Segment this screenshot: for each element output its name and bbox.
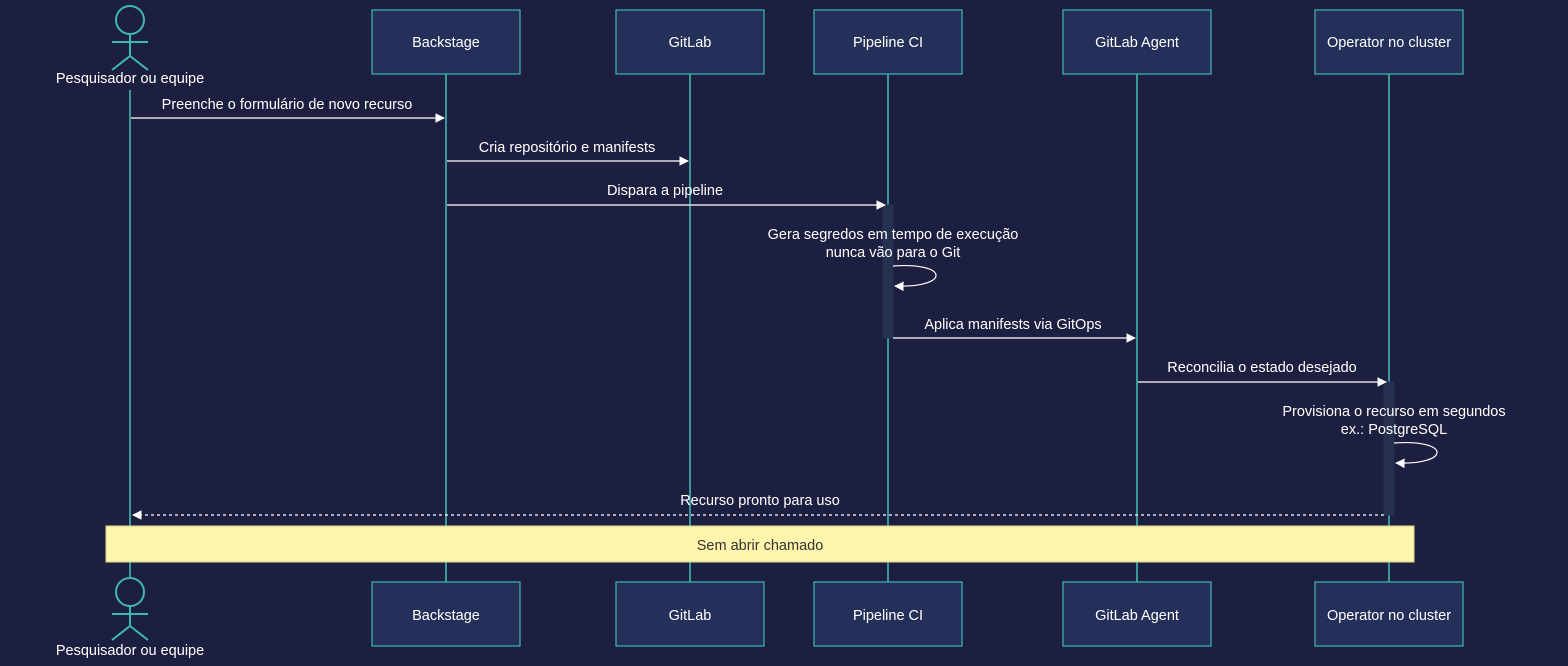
actor-head-icon [115, 5, 145, 35]
participant-label: Backstage [412, 608, 480, 624]
message-label-line-2: ex.: PostgreSQL [1341, 422, 1447, 438]
message-8-return: Recurso pronto para uso [132, 493, 1384, 520]
message-label: Aplica manifests via GitOps [924, 317, 1101, 333]
message-label: Dispara a pipeline [607, 183, 723, 199]
note-sem-abrir-chamado: Sem abrir chamado [105, 525, 1415, 563]
actor-label-top: Pesquisador ou equipe [56, 71, 204, 87]
participant-operator-top: Operator no cluster [1314, 9, 1464, 75]
message-3: Dispara a pipeline [447, 183, 886, 210]
activation-pipeline [882, 204, 894, 339]
actor-pesquisador-top: Pesquisador ou equipe [56, 5, 204, 87]
note-text: Sem abrir chamado [697, 538, 824, 554]
message-label-line-1: Gera segredos em tempo de execução [768, 227, 1019, 243]
participant-label: GitLab [669, 608, 712, 624]
message-label-line-2: nunca vão para o Git [826, 245, 961, 261]
participant-label: Pipeline CI [853, 35, 923, 51]
participant-backstage-top: Backstage [371, 9, 521, 75]
message-1: Preenche o formulário de novo recurso [131, 97, 445, 123]
actor-label-bottom: Pesquisador ou equipe [56, 643, 204, 659]
participant-agent-top: GitLab Agent [1062, 9, 1212, 75]
activation-operator [1383, 381, 1395, 516]
message-label: Cria repositório e manifests [479, 140, 656, 156]
participant-pipeline-bottom: Pipeline CI [813, 581, 963, 647]
message-2: Cria repositório e manifests [447, 140, 689, 166]
participant-label: GitLab Agent [1095, 608, 1179, 624]
participant-label: Operator no cluster [1327, 608, 1451, 624]
message-label: Reconcilia o estado desejado [1167, 360, 1356, 376]
message-label: Recurso pronto para uso [680, 493, 840, 509]
participant-label: Operator no cluster [1327, 35, 1451, 51]
participant-label: Pipeline CI [853, 608, 923, 624]
actor-head-icon [115, 577, 145, 607]
message-label-line-1: Provisiona o recurso em segundos [1282, 404, 1505, 420]
message-6: Reconcilia o estado desejado [1138, 360, 1387, 387]
message-4-self: Gera segredos em tempo de execução nunca… [768, 227, 1019, 292]
participant-gitlab-top: GitLab [615, 9, 765, 75]
participant-backstage-bottom: Backstage [371, 581, 521, 647]
message-7-self: Provisiona o recurso em segundos ex.: Po… [1282, 404, 1506, 469]
message-label: Preenche o formulário de novo recurso [162, 97, 413, 113]
actor-pesquisador-bottom: Pesquisador ou equipe [56, 577, 204, 659]
participant-pipeline-top: Pipeline CI [813, 9, 963, 75]
participant-label: GitLab [669, 35, 712, 51]
participant-label: GitLab Agent [1095, 35, 1179, 51]
participant-operator-bottom: Operator no cluster [1314, 581, 1464, 647]
participant-gitlab-bottom: GitLab [615, 581, 765, 647]
participant-agent-bottom: GitLab Agent [1062, 581, 1212, 647]
participant-label: Backstage [412, 35, 480, 51]
message-5: Aplica manifests via GitOps [893, 317, 1136, 343]
lifelines [129, 74, 1390, 582]
